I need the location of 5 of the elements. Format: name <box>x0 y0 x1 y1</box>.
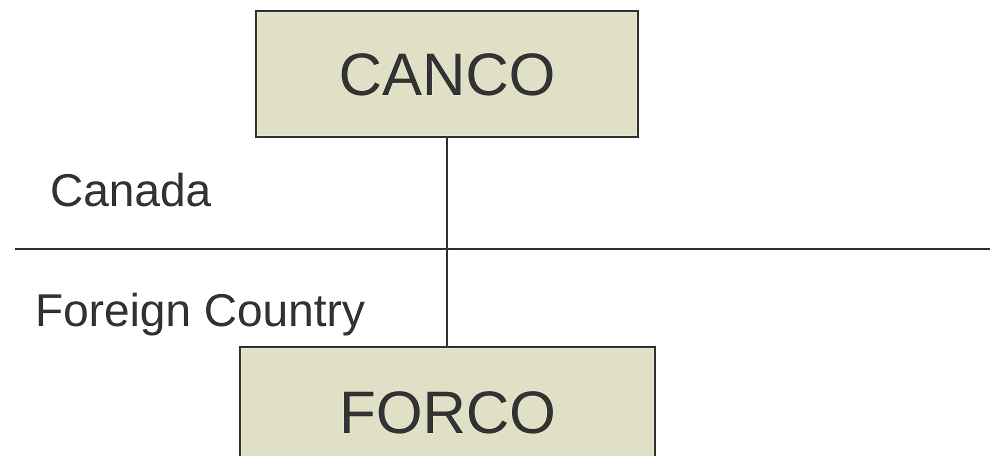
region-label: Foreign Country <box>35 283 365 337</box>
entity-box: CANCO <box>255 10 639 138</box>
connector-line <box>446 138 448 346</box>
region-label: Canada <box>50 163 212 217</box>
entity-box: FORCO <box>239 346 656 456</box>
